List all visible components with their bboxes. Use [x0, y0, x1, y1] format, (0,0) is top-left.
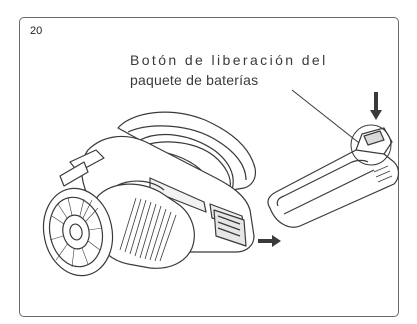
step-number: 20	[30, 25, 43, 37]
right-arrow	[258, 235, 281, 247]
down-arrow	[370, 92, 382, 120]
battery-pack	[267, 127, 400, 228]
callout-caption: Botón de liberación del paquete de bater…	[130, 50, 328, 90]
caption-line-2: paquete de baterías	[130, 72, 259, 88]
battery-vents	[373, 165, 393, 183]
battery-pack-body	[267, 147, 400, 228]
battery-socket	[213, 209, 247, 247]
vacuum-handle	[117, 111, 257, 191]
vacuum-body	[42, 111, 257, 277]
release-button	[363, 130, 385, 146]
caption-line-1: Botón de liberación del	[130, 52, 328, 68]
filter-ribs	[119, 197, 177, 262]
callout-leader-line	[291, 89, 369, 151]
callout-circle	[350, 124, 392, 166]
